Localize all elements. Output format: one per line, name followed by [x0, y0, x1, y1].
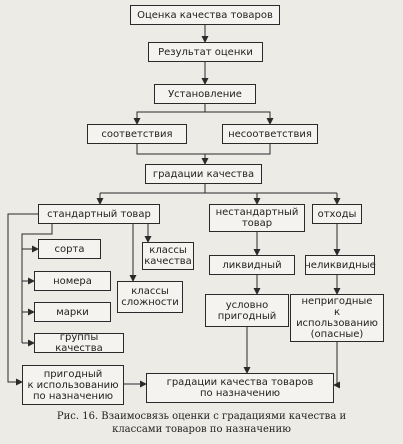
node-waste: отходы — [312, 204, 362, 224]
node-fit-by-purpose: пригодный к использованию по назначению — [22, 365, 124, 405]
node-numbers: номера — [34, 271, 111, 291]
node-brands: марки — [34, 302, 111, 322]
node-quality-grades: градации качества — [145, 164, 262, 184]
bus-grades — [100, 184, 206, 194]
node-standard: стандартный товар — [38, 204, 160, 224]
node-assessment: Оценка качества товаров — [130, 5, 280, 25]
arrow-to-nonconformity — [205, 111, 274, 125]
standard-left-spine — [21, 224, 53, 343]
node-conditionally-fit: условно пригодный — [205, 294, 289, 327]
standard-outer-line — [7, 213, 38, 386]
node-result: Результат оценки — [148, 42, 263, 62]
line-nonconformity-join — [205, 144, 271, 155]
node-illiquid: неликвидные — [304, 255, 376, 275]
node-liquid: ликвидный — [209, 255, 295, 275]
node-complexity-classes: классы сложности — [117, 281, 183, 313]
node-unfit: непригодные к использованию (опасные) — [290, 294, 384, 342]
node-nonconformity: несоответствия — [222, 124, 318, 144]
node-nonstandard: нестандартный товар — [209, 204, 305, 232]
arrow-conformity-grades — [136, 144, 209, 165]
node-sorts: сорта — [38, 239, 101, 259]
node-quality-classes: классы качества — [142, 242, 194, 270]
node-conformity: соответствия — [87, 124, 187, 144]
arrow-unfit-grades — [333, 342, 340, 389]
figure-caption: Рис. 16. Взаимосвязь оценки с градациями… — [56, 411, 347, 435]
node-grades-by-purpose: градации качества товаров по назначению — [146, 373, 334, 403]
node-establishment: Установление — [154, 84, 256, 104]
node-quality-groups: группы качества — [34, 332, 124, 354]
arrow-to-conformity — [133, 104, 206, 125]
